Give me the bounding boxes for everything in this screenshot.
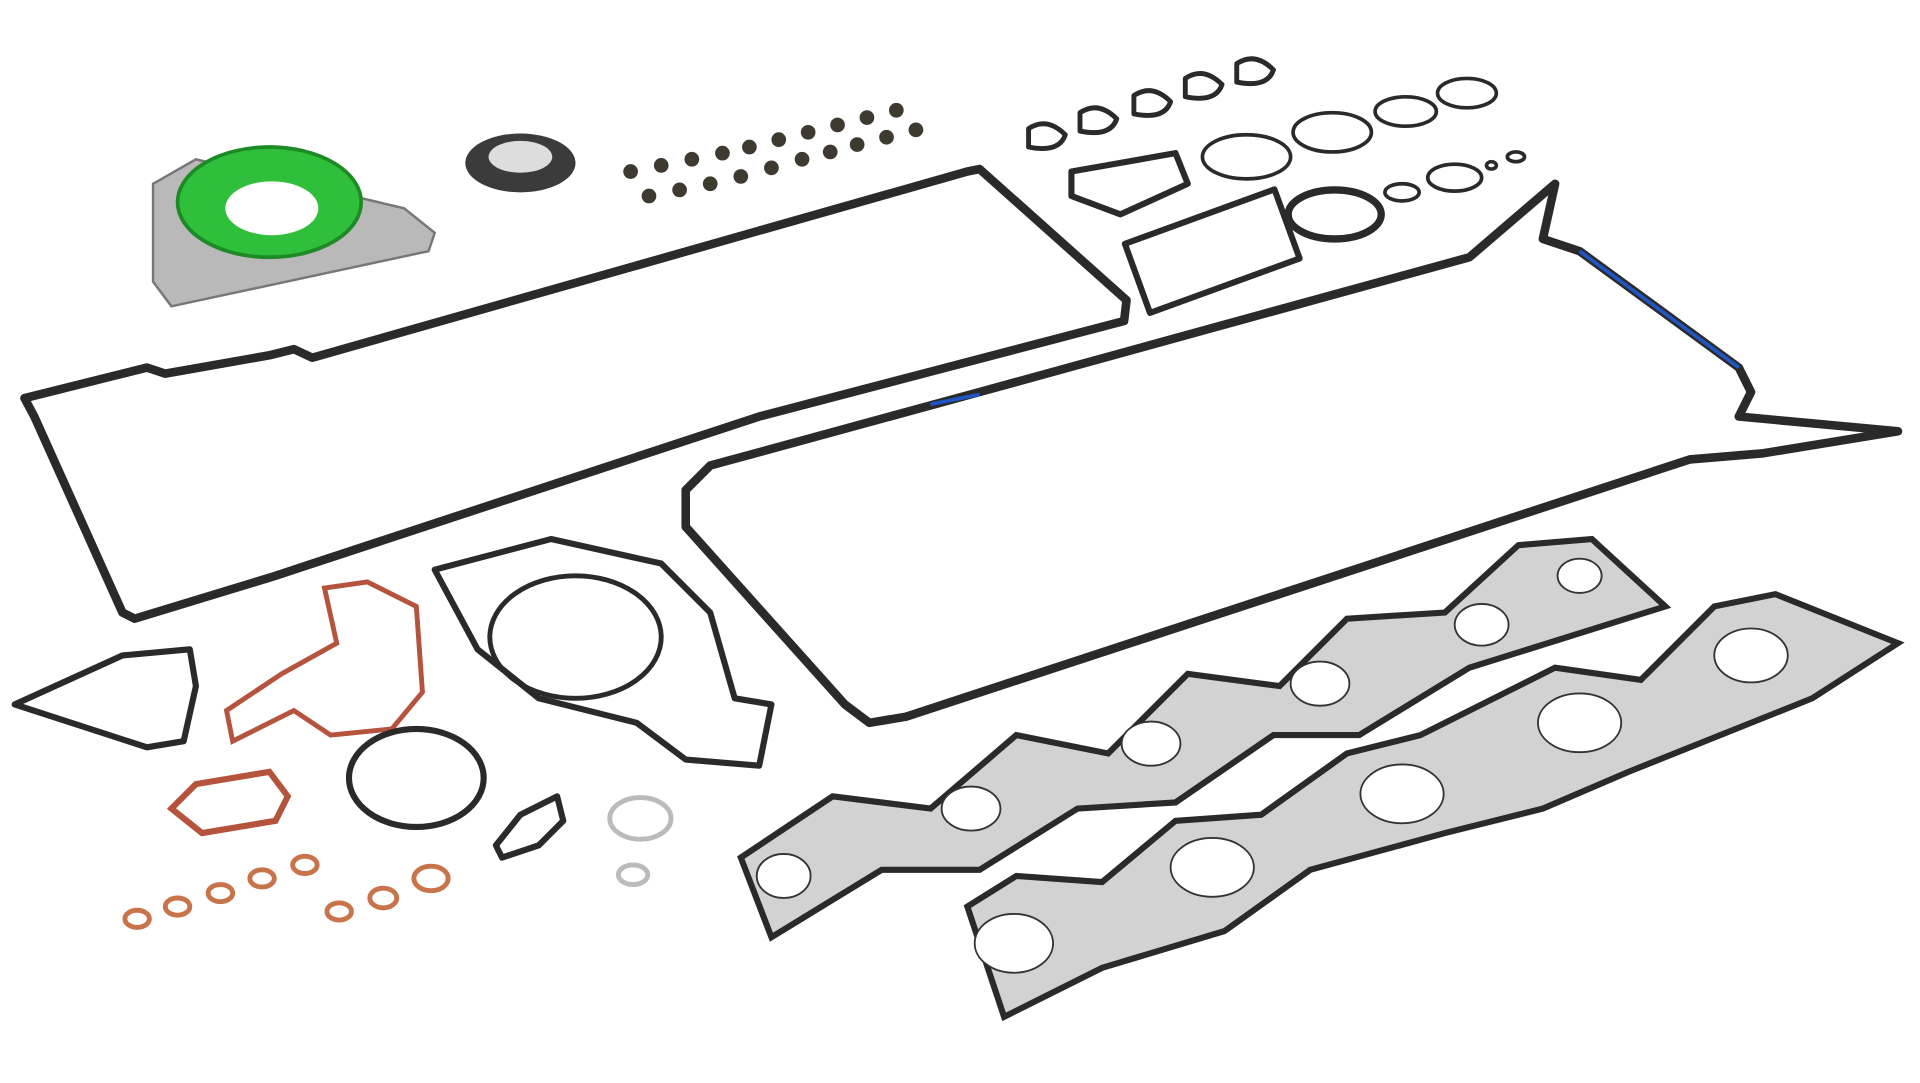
intake-manifold-gasket xyxy=(737,535,1672,942)
vacuum-pump-gasket xyxy=(345,725,487,831)
valve-stem-seals xyxy=(623,102,924,204)
o-rings xyxy=(1026,56,1527,243)
thermostat-gasket xyxy=(166,768,292,837)
water-pump-gasket xyxy=(431,535,775,769)
water-pump-opening xyxy=(487,573,664,701)
small-flange-gasket xyxy=(492,793,567,861)
mount-gasket xyxy=(11,646,199,751)
oval-cover-gasket xyxy=(1068,150,1191,218)
front-crank-seal xyxy=(465,133,576,193)
oil-pan-gasket xyxy=(681,179,1903,728)
copper-washers xyxy=(122,853,451,930)
oil-pan-sealant xyxy=(930,249,1740,407)
square-gasket xyxy=(1121,186,1303,316)
oil-cooler-gasket xyxy=(223,579,425,745)
valve-cover-gasket xyxy=(20,164,1131,623)
aluminium-washers xyxy=(607,795,674,887)
rear-main-seal xyxy=(151,145,437,308)
manifold-ports xyxy=(755,557,1789,974)
